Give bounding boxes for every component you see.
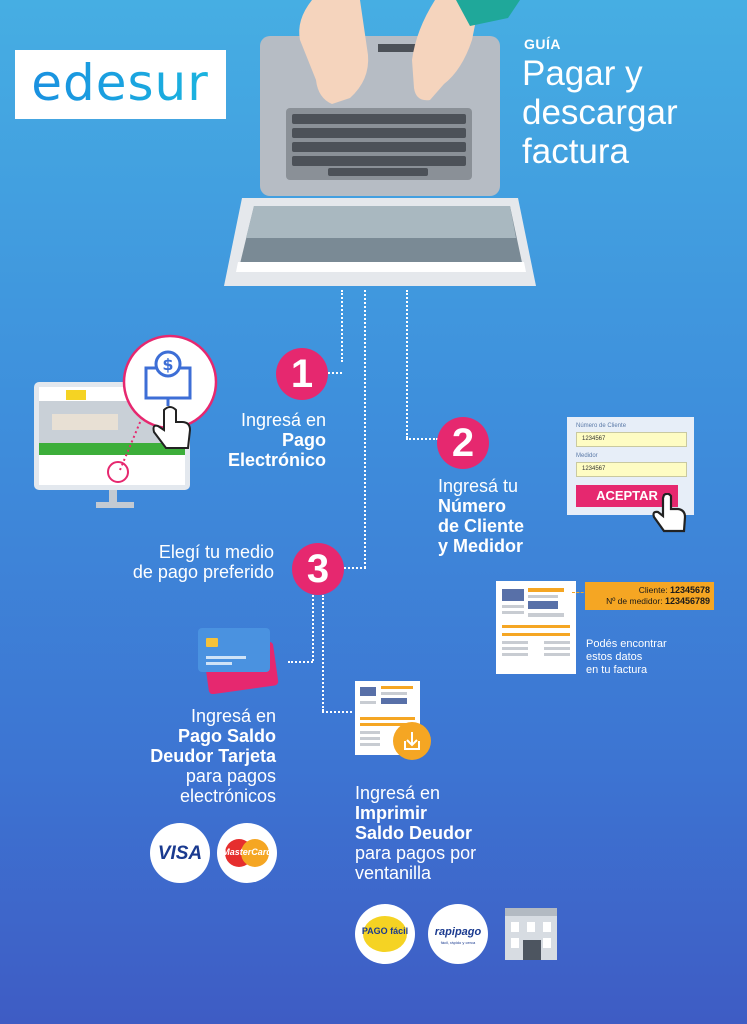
print-option-bold-2: Saldo Deudor <box>355 823 473 843</box>
card-option-bold-1: Pago Saldo <box>177 726 276 746</box>
invoice-client-row: Cliente: 12345678 <box>589 585 710 596</box>
step-3-text: Elegí tu medio de pago preferido <box>120 542 274 582</box>
guide-label: GUÍA <box>524 36 561 52</box>
card-option-line-1: Ingresá en <box>190 706 276 726</box>
step-2-bold-1: Número <box>438 496 507 516</box>
step-2-bold-2: de Cliente <box>438 516 525 536</box>
title-line-3: factura <box>522 132 629 171</box>
laptop-illustration <box>224 0 536 286</box>
visa-text: VISA <box>157 843 203 864</box>
step-1-line: Ingresá en <box>240 410 326 430</box>
pago-facil-badge <box>363 916 407 952</box>
hand-cursor-icon <box>652 493 687 533</box>
connector-step2-h <box>406 438 438 440</box>
print-option-bold-1: Imprimir <box>355 803 428 823</box>
step-1-badge: 1 <box>276 348 328 400</box>
step-2-line: Ingresá tu <box>438 476 519 496</box>
title-line-2: descargar <box>522 93 678 132</box>
connector-card <box>312 595 314 661</box>
invoice-meter-label: Nº de medidor: <box>606 596 663 606</box>
pago-facil-text: PAGO fácil <box>361 926 409 936</box>
invoice-meter-row: Nº de medidor: 123456789 <box>589 596 710 607</box>
step-3-line-1: Elegí tu medio <box>158 542 274 562</box>
print-option-line-3: ventanilla <box>355 863 432 883</box>
invoice-note-line-1: Podés encontrar <box>586 638 667 650</box>
connector-step3 <box>364 290 366 568</box>
print-option-line-2: para pagos por <box>355 843 477 863</box>
step-2-bold-3: y Medidor <box>438 536 524 556</box>
connector-print-h <box>322 711 352 713</box>
card-option-bold-2: Deudor Tarjeta <box>150 746 276 766</box>
invoice-illustration <box>496 581 576 674</box>
invoice-client-value: 12345678 <box>669 585 710 595</box>
connector-card-h <box>288 661 313 663</box>
meter-field[interactable]: 1234567 <box>576 462 687 477</box>
connector-step1 <box>341 290 343 362</box>
rapipago-subtext: fácil, rápido y cerca <box>440 940 476 945</box>
connector-step1-h <box>328 372 342 374</box>
invoice-data-tag: Cliente: 12345678 Nº de medidor: 1234567… <box>585 582 714 610</box>
mastercard-circles-icon <box>225 839 269 867</box>
invoice-meter-value: 123456789 <box>664 596 710 606</box>
print-option-text: Ingresá en Imprimir Saldo Deudor para pa… <box>355 783 515 883</box>
client-number-label: Número de Cliente <box>576 423 627 429</box>
step-2-badge: 2 <box>437 417 489 469</box>
invoice-client-label: Cliente: <box>638 585 668 595</box>
connector-step2 <box>406 290 408 438</box>
card-option-line-2: para pagos <box>185 766 276 786</box>
visa-logo: VISA <box>150 823 210 883</box>
logo-text: edesur <box>25 52 215 114</box>
edesur-logo: edesur <box>15 50 226 119</box>
mastercard-text: MasterCard <box>222 847 272 857</box>
print-option-line-1: Ingresá en <box>355 783 441 803</box>
invoice-pointer <box>572 592 588 593</box>
invoice-note: Podés encontrar estos datos en tu factur… <box>586 638 706 677</box>
connector-step3-h <box>344 567 366 569</box>
step-1-bold-1: Pago <box>281 430 326 450</box>
title-line-1: Pagar y <box>522 54 643 93</box>
client-form: Número de Cliente 1234567 Medidor 123456… <box>567 417 694 515</box>
download-icon <box>393 722 431 760</box>
meter-label: Medidor <box>576 453 598 459</box>
rapipago-text: rapipago <box>434 926 482 938</box>
pago-facil-logo: PAGO fácil <box>355 904 415 964</box>
rapipago-logo: rapipago fácil, rápido y cerca <box>428 904 488 964</box>
card-option-text: Ingresá en Pago Saldo Deudor Tarjeta par… <box>110 706 276 806</box>
invoice-note-line-3: en tu factura <box>586 664 648 676</box>
accept-button[interactable]: ACEPTAR <box>576 485 678 507</box>
invoice-note-line-2: estos datos <box>586 651 643 663</box>
svg-text:$: $ <box>162 355 173 374</box>
step-3-badge: 3 <box>292 543 344 595</box>
mastercard-logo: MasterCard <box>217 823 277 883</box>
step-2-text: Ingresá tu Número de Cliente y Medidor <box>438 476 568 556</box>
monitor-illustration: $ <box>34 334 218 508</box>
credit-card-icon <box>198 628 279 694</box>
branch-office-icon <box>505 908 557 960</box>
card-option-line-3: electrónicos <box>179 786 276 806</box>
step-3-line-2: de pago preferido <box>132 562 274 582</box>
page-title: Pagar y descargar factura <box>522 54 742 171</box>
connector-print <box>322 595 324 711</box>
step-1-text: Ingresá en Pago Electrónico <box>214 410 326 470</box>
step-1-bold-2: Electrónico <box>227 450 326 470</box>
client-number-field[interactable]: 1234567 <box>576 432 687 447</box>
